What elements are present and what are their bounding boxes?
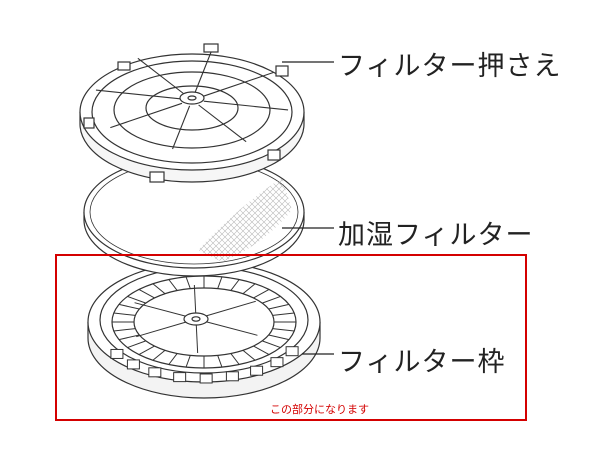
frame-front-hole [250, 365, 264, 376]
frame-slot-divider [138, 289, 155, 299]
frame-slot-divider [242, 283, 256, 295]
leader-lines [282, 61, 334, 355]
frame-slot-divider [262, 295, 281, 304]
frame-front-hole [148, 367, 162, 378]
frame-front-hole [110, 348, 124, 359]
frame-front-hole [199, 373, 213, 384]
frame-slot-divider [185, 276, 191, 289]
frame-slot-divider [168, 353, 178, 365]
frame-spoke [206, 300, 256, 317]
frame-slot-divider [113, 328, 136, 332]
press-spoke [137, 57, 186, 96]
frame-slot-divider [118, 303, 140, 310]
filter-press-label: フィルター押さえ [338, 51, 562, 82]
frame-slot-divider [168, 279, 178, 291]
frame-front-hole [285, 346, 299, 357]
frame-spoke [134, 302, 186, 317]
frame-slot-divider [230, 279, 240, 291]
frame-slot-divider [242, 349, 256, 361]
frame-front-hole [270, 357, 284, 368]
frame-slot-divider [152, 283, 166, 295]
filter-press [79, 43, 305, 183]
frame-slot-divider [217, 276, 223, 289]
frame-slot-divider [272, 328, 295, 332]
humidify-filter [83, 155, 305, 277]
press-spoke [95, 89, 181, 100]
highlight-note: この部分になります [270, 403, 369, 416]
press-spoke [201, 71, 274, 98]
frame-front-hole [173, 372, 187, 383]
press-spoke [203, 100, 289, 111]
filter-frame-label: フィルター枠 [338, 347, 506, 378]
frame-slot-divider [262, 340, 281, 349]
frame-slot-divider [268, 334, 290, 341]
frame-slot-divider [118, 334, 140, 341]
press-spoke [110, 102, 183, 129]
frame-spoke [206, 321, 258, 336]
frame-slot-divider [127, 295, 146, 304]
frame-slot-divider [253, 345, 270, 355]
frame-spoke [136, 321, 186, 338]
press-spoke [193, 50, 212, 95]
frame-slot-divider [217, 355, 223, 368]
frame-slot-divider [113, 312, 136, 316]
press-spoke [198, 104, 247, 143]
frame-slot-divider [272, 312, 295, 316]
frame-slot-divider [253, 289, 270, 299]
frame-slot-divider [185, 355, 191, 368]
humidify-filter-label: 加湿フィルター [338, 220, 534, 251]
frame-front-hole [126, 359, 140, 370]
frame-slot-divider [230, 353, 240, 365]
frame-slot-divider [127, 340, 146, 349]
frame-spoke [193, 284, 197, 314]
press-spoke [172, 105, 191, 150]
frame-slot-divider [138, 345, 155, 355]
frame-front-hole [225, 371, 239, 382]
highlight-box [55, 254, 527, 421]
frame-slot-divider [152, 349, 166, 361]
frame-spoke [195, 324, 199, 354]
frame-slot-divider [268, 303, 290, 310]
